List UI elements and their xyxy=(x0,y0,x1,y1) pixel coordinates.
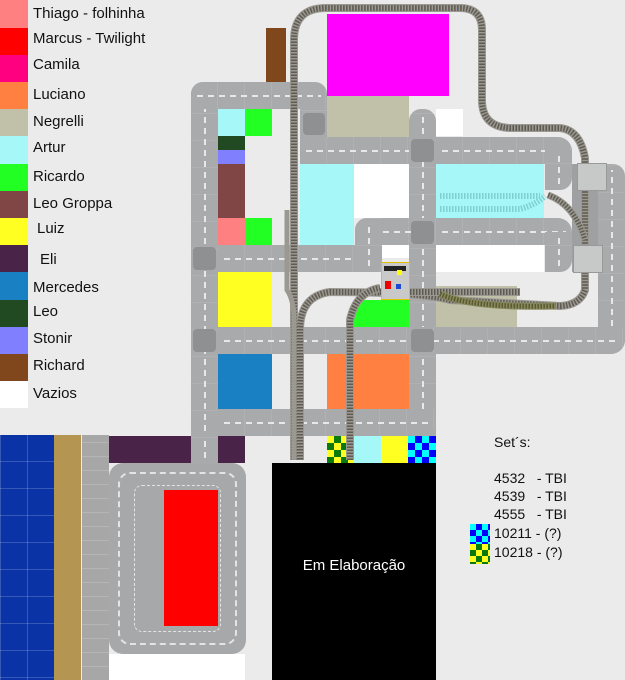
legend-swatch-luiz xyxy=(0,218,28,245)
legend-swatch-ricardo xyxy=(0,164,28,191)
road-vertical-east-stub xyxy=(545,150,572,190)
set-icon-10218 xyxy=(470,544,490,564)
legend-label: Marcus - Twilight xyxy=(33,30,146,47)
legend-label: Luciano xyxy=(33,86,86,103)
plot-thiago xyxy=(218,218,245,245)
plot-vazio xyxy=(436,245,544,272)
plot-vazio xyxy=(382,245,409,258)
road-horizontal-bottom xyxy=(218,409,436,436)
intersection xyxy=(411,329,434,352)
legend-swatch-eli xyxy=(0,245,28,272)
plot-ricardo xyxy=(245,109,272,136)
train-station-building xyxy=(381,262,410,300)
set-item: 10218 - (?) xyxy=(494,544,563,560)
plot-vazio xyxy=(109,654,245,680)
level-crossing xyxy=(577,163,607,191)
road-horizontal-top xyxy=(191,82,327,109)
plot-vazio xyxy=(436,109,463,136)
plot-ricardo xyxy=(245,218,272,245)
legend-swatch-stonir xyxy=(0,327,28,354)
legend-label: Luiz xyxy=(37,220,65,237)
plot-leo-groppa xyxy=(218,164,245,218)
intersection xyxy=(411,139,434,162)
legend-swatch-artur xyxy=(0,136,28,164)
legend-label: Vazios xyxy=(33,385,77,402)
legend-label: Thiago - folhinha xyxy=(33,5,145,22)
legend-swatch-leo-groppa xyxy=(0,191,28,218)
plot-eli xyxy=(109,436,191,463)
intersection xyxy=(411,221,434,244)
plot-luciano xyxy=(327,354,409,409)
legend-swatch-mercedes xyxy=(0,272,28,300)
legend-label: Artur xyxy=(33,139,66,156)
placeholder-label: Em Elaboração xyxy=(302,557,406,574)
intersection xyxy=(303,113,325,135)
plot-marcus-twilight xyxy=(164,490,218,626)
station-yellow-part xyxy=(397,270,402,275)
plot-richard xyxy=(266,28,286,82)
sand-strip xyxy=(54,435,81,680)
sets-title: Set´s: xyxy=(494,434,531,450)
road-vertical-center xyxy=(409,109,436,437)
plot-camila xyxy=(327,14,449,96)
legend-swatch-leo xyxy=(0,300,28,327)
road-loop-inner-lane xyxy=(134,485,221,632)
plot-negrelli xyxy=(327,96,409,137)
plot-leo xyxy=(218,136,245,150)
plot-luiz xyxy=(381,436,408,463)
legend-label: Mercedes xyxy=(33,279,99,296)
legend-swatch-luciano xyxy=(0,82,28,109)
road-vertical-east-stub2 xyxy=(545,232,572,272)
station-roof xyxy=(384,266,406,271)
placeholder-block: Em Elaboração xyxy=(272,463,436,680)
road-loop-inner-lane xyxy=(118,472,237,645)
set-item: 4555 - TBI xyxy=(494,506,567,522)
plot-luiz xyxy=(218,272,272,327)
station-red-part xyxy=(385,281,391,289)
pavement-strip xyxy=(82,435,109,680)
legend-label: Ricardo xyxy=(33,168,85,185)
road-s-curve-drop xyxy=(355,218,382,272)
plot-vazio xyxy=(354,164,409,218)
legend-label: Richard xyxy=(33,357,85,374)
legend-label: Leo Groppa xyxy=(33,195,113,212)
plot-ricardo xyxy=(354,300,409,327)
station-blue-part xyxy=(396,284,401,289)
set-icon-10211 xyxy=(470,524,490,544)
legend-swatch-vazios xyxy=(0,381,28,408)
plot-artur xyxy=(300,164,354,245)
intersection xyxy=(193,329,216,352)
water-area xyxy=(0,435,54,680)
set-item: 4539 - TBI xyxy=(494,488,567,504)
road-horizontal-mid-west xyxy=(218,245,382,272)
legend-label: Leo xyxy=(33,303,59,320)
legend-label: Camila xyxy=(33,56,80,73)
set-item: 4532 - TBI xyxy=(494,470,567,486)
plot-mercedes xyxy=(218,354,272,409)
legend-swatch-thiago xyxy=(0,0,28,28)
intersection xyxy=(193,247,216,270)
legend-label: Eli xyxy=(40,251,57,268)
level-crossing xyxy=(573,245,603,273)
plot-artur xyxy=(354,436,381,463)
legend-swatch-camila xyxy=(0,55,28,82)
plot-stonir xyxy=(218,150,245,164)
legend-label: Stonir xyxy=(33,330,73,347)
legend-swatch-richard xyxy=(0,354,28,381)
set-item: 10211 - (?) xyxy=(494,525,562,541)
plot-artur xyxy=(218,109,245,136)
legend-swatch-marcus xyxy=(0,28,28,55)
legend-swatch-negrelli xyxy=(0,109,28,136)
plot-eli xyxy=(218,436,245,463)
set-marker-10211 xyxy=(408,436,436,463)
legend-label: Negrelli xyxy=(33,113,84,130)
